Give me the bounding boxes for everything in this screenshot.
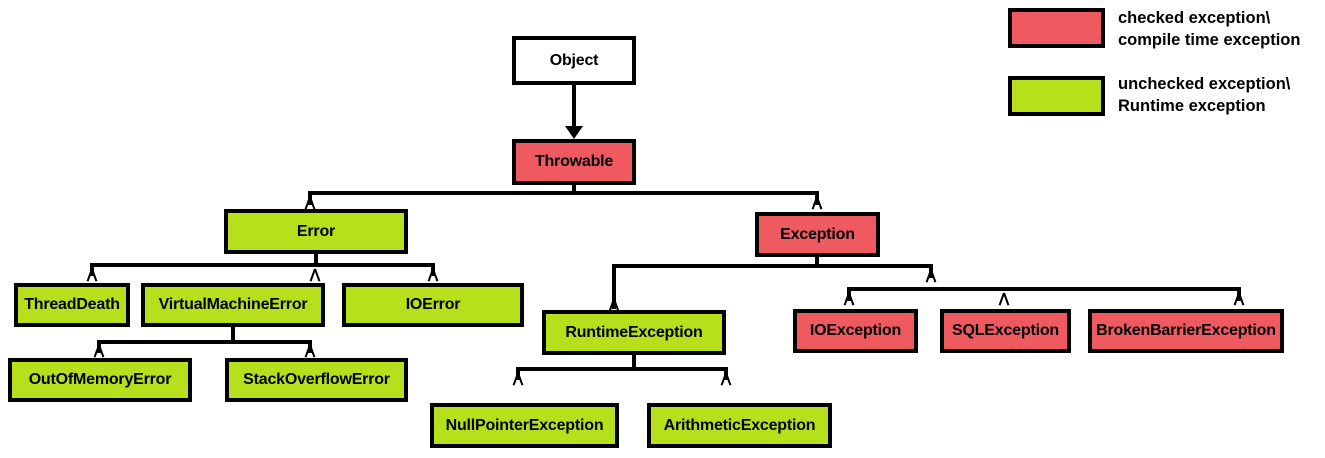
edge-error-to-threaddeath-drop <box>90 263 94 276</box>
edge-checked-to-ioexception-drop <box>847 287 851 301</box>
node-throwable[interactable]: Throwable <box>512 139 636 185</box>
node-object[interactable]: Object <box>512 36 636 85</box>
node-thread-death[interactable]: ThreadDeath <box>14 283 130 327</box>
node-exception[interactable]: Exception <box>755 212 880 257</box>
arrowhead-sql-exception <box>997 293 1010 306</box>
node-io-exception[interactable]: IOException <box>793 309 918 353</box>
edge-throwable-to-error-drop <box>308 191 312 205</box>
edge-runtime-to-ae-drop <box>724 367 728 380</box>
node-broken-barrier-exception[interactable]: BrokenBarrierException <box>1088 309 1284 353</box>
edge-throwable-to-exception-drop <box>815 191 819 205</box>
edge-vme-stem <box>231 327 235 340</box>
node-error[interactable]: Error <box>224 209 408 254</box>
edge-runtime-to-npe-drop <box>516 367 520 380</box>
edge-throwable-stem <box>572 184 576 195</box>
legend-label-checked: checked exception\ compile time exceptio… <box>1118 9 1301 49</box>
edge-exception-to-runtime-drop <box>612 264 616 309</box>
node-io-error[interactable]: IOError <box>342 283 524 327</box>
node-runtime-exception[interactable]: RuntimeException <box>542 310 726 355</box>
legend-swatch-checked <box>1008 8 1105 48</box>
edge-error-to-ioerror-drop <box>431 263 435 276</box>
edge-throwable-bus <box>308 191 819 195</box>
node-arithmetic-exception[interactable]: ArithmeticException <box>647 403 832 448</box>
arrowhead-throwable <box>565 126 583 139</box>
node-out-of-memory-error[interactable]: OutOfMemoryError <box>8 358 192 402</box>
edge-runtime-stem <box>632 354 636 367</box>
edge-exception-to-checked-drop <box>929 264 933 278</box>
node-virtual-machine-error[interactable]: VirtualMachineError <box>141 283 325 327</box>
edge-checked-to-bbe-drop <box>1237 287 1241 301</box>
edge-runtime-bus <box>516 367 728 371</box>
edge-exception-bus <box>612 264 932 268</box>
edge-object-throwable <box>572 85 576 129</box>
edge-error-bus <box>90 263 435 267</box>
legend-swatch-unchecked <box>1008 76 1105 116</box>
edge-vme-to-soe-drop <box>308 340 312 353</box>
edge-vme-bus <box>97 340 312 344</box>
node-sql-exception[interactable]: SQLException <box>940 309 1071 353</box>
edge-checked-bus <box>847 287 1241 291</box>
edge-exception-stem <box>815 256 819 266</box>
node-stack-overflow-error[interactable]: StackOverflowError <box>225 358 408 402</box>
edge-error-stem <box>314 253 318 264</box>
legend-label-unchecked: unchecked exception\ Runtime exception <box>1118 75 1291 115</box>
node-null-pointer-exception[interactable]: NullPointerException <box>430 403 619 448</box>
arrowhead-virtual-machine-error <box>308 269 321 282</box>
edge-vme-to-oome-drop <box>97 340 101 353</box>
